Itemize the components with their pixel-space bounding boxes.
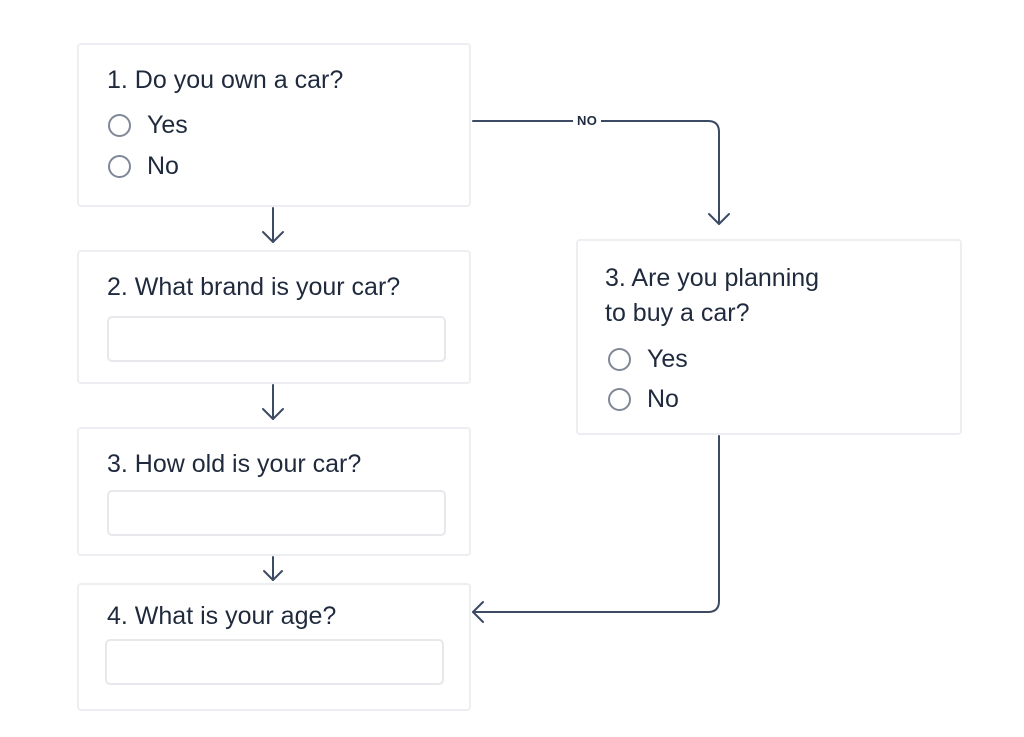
arrow-q2-to-q3 bbox=[262, 384, 284, 420]
option-label: No bbox=[147, 152, 179, 180]
question-title: 3. How old is your car? bbox=[107, 450, 362, 478]
question-card-car-age: 3. How old is your car? bbox=[77, 427, 471, 556]
radio-button[interactable] bbox=[608, 388, 631, 411]
question-title: 1. Do you own a car? bbox=[107, 66, 344, 94]
edge-label-no: NO bbox=[573, 113, 602, 128]
option-no[interactable]: No bbox=[108, 152, 179, 181]
question-card-planning-to-buy: 3. Are you planning to buy a car? Yes No bbox=[576, 239, 962, 435]
option-label: Yes bbox=[147, 111, 188, 139]
question-card-your-age: 4. What is your age? bbox=[77, 583, 471, 711]
option-label: Yes bbox=[647, 345, 688, 373]
your-age-input[interactable] bbox=[105, 639, 444, 685]
question-title-line2: to buy a car? bbox=[605, 299, 750, 327]
option-yes[interactable]: Yes bbox=[108, 111, 188, 140]
radio-button[interactable] bbox=[108, 155, 131, 178]
arrow-q3b-to-q4 bbox=[472, 435, 720, 623]
arrow-q3-to-q4 bbox=[263, 556, 283, 581]
option-label: No bbox=[647, 385, 679, 413]
option-no[interactable]: No bbox=[608, 385, 679, 414]
arrow-q1-no-to-q3b bbox=[472, 120, 730, 225]
question-title: 2. What brand is your car? bbox=[107, 273, 401, 301]
car-brand-input[interactable] bbox=[107, 316, 446, 362]
question-title: 4. What is your age? bbox=[107, 602, 337, 630]
question-card-own-car: 1. Do you own a car? Yes No bbox=[77, 43, 471, 207]
arrow-q1-to-q2 bbox=[262, 207, 284, 243]
car-age-input[interactable] bbox=[107, 490, 446, 536]
option-yes[interactable]: Yes bbox=[608, 345, 688, 374]
question-title-line1: 3. Are you planning bbox=[605, 264, 820, 292]
radio-button[interactable] bbox=[108, 114, 131, 137]
question-card-car-brand: 2. What brand is your car? bbox=[77, 250, 471, 384]
radio-button[interactable] bbox=[608, 348, 631, 371]
